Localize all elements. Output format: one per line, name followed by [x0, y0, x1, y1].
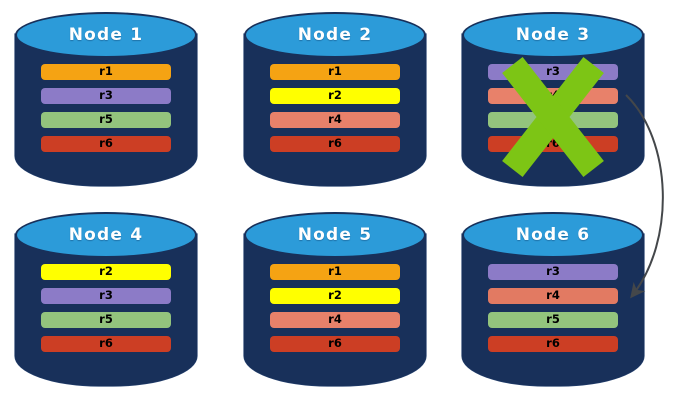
record-list: r2 r3 r5 r6 [41, 264, 171, 352]
record-bar[interactable]: r1 [270, 264, 400, 280]
record-list: r1 r3 r5 r6 [41, 64, 171, 152]
record-list: r3 r4 r5 r6 [488, 264, 618, 352]
record-list: r1 r2 r4 r6 [270, 264, 400, 352]
record-bar[interactable]: r1 [41, 64, 171, 80]
record-bar[interactable]: r2 [270, 88, 400, 104]
record-bar[interactable]: r3 [488, 264, 618, 280]
cylinder-top [462, 212, 644, 258]
cylinder-body [244, 234, 426, 386]
cylinder-top [244, 12, 426, 58]
record-bar[interactable]: r3 [41, 288, 171, 304]
record-bar[interactable]: r2 [41, 264, 171, 280]
record-bar[interactable]: r4 [488, 88, 618, 104]
record-list: r3 r4 r5 r6 [488, 64, 618, 152]
record-bar[interactable]: r6 [488, 136, 618, 152]
record-bar[interactable]: r5 [41, 112, 171, 128]
cylinder-body [244, 34, 426, 186]
cylinder-top [15, 212, 197, 258]
cylinder-top [15, 12, 197, 58]
record-bar[interactable]: r4 [488, 288, 618, 304]
record-bar[interactable]: r4 [270, 312, 400, 328]
record-list: r1 r2 r4 r6 [270, 64, 400, 152]
record-bar[interactable]: r6 [270, 336, 400, 352]
cylinder-top [244, 212, 426, 258]
record-bar[interactable]: r5 [488, 112, 618, 128]
cylinder-body [15, 234, 197, 386]
record-bar[interactable]: r6 [41, 136, 171, 152]
record-bar[interactable]: r4 [270, 112, 400, 128]
record-bar[interactable]: r1 [270, 64, 400, 80]
record-bar[interactable]: r5 [41, 312, 171, 328]
record-bar[interactable]: r6 [41, 336, 171, 352]
record-bar[interactable]: r3 [488, 64, 618, 80]
record-bar[interactable]: r2 [270, 288, 400, 304]
record-bar[interactable]: r6 [270, 136, 400, 152]
record-bar[interactable]: r6 [488, 336, 618, 352]
cylinder-top [462, 12, 644, 58]
cylinder-body [15, 34, 197, 186]
cylinder-body [462, 234, 644, 386]
record-bar[interactable]: r5 [488, 312, 618, 328]
record-bar[interactable]: r3 [41, 88, 171, 104]
